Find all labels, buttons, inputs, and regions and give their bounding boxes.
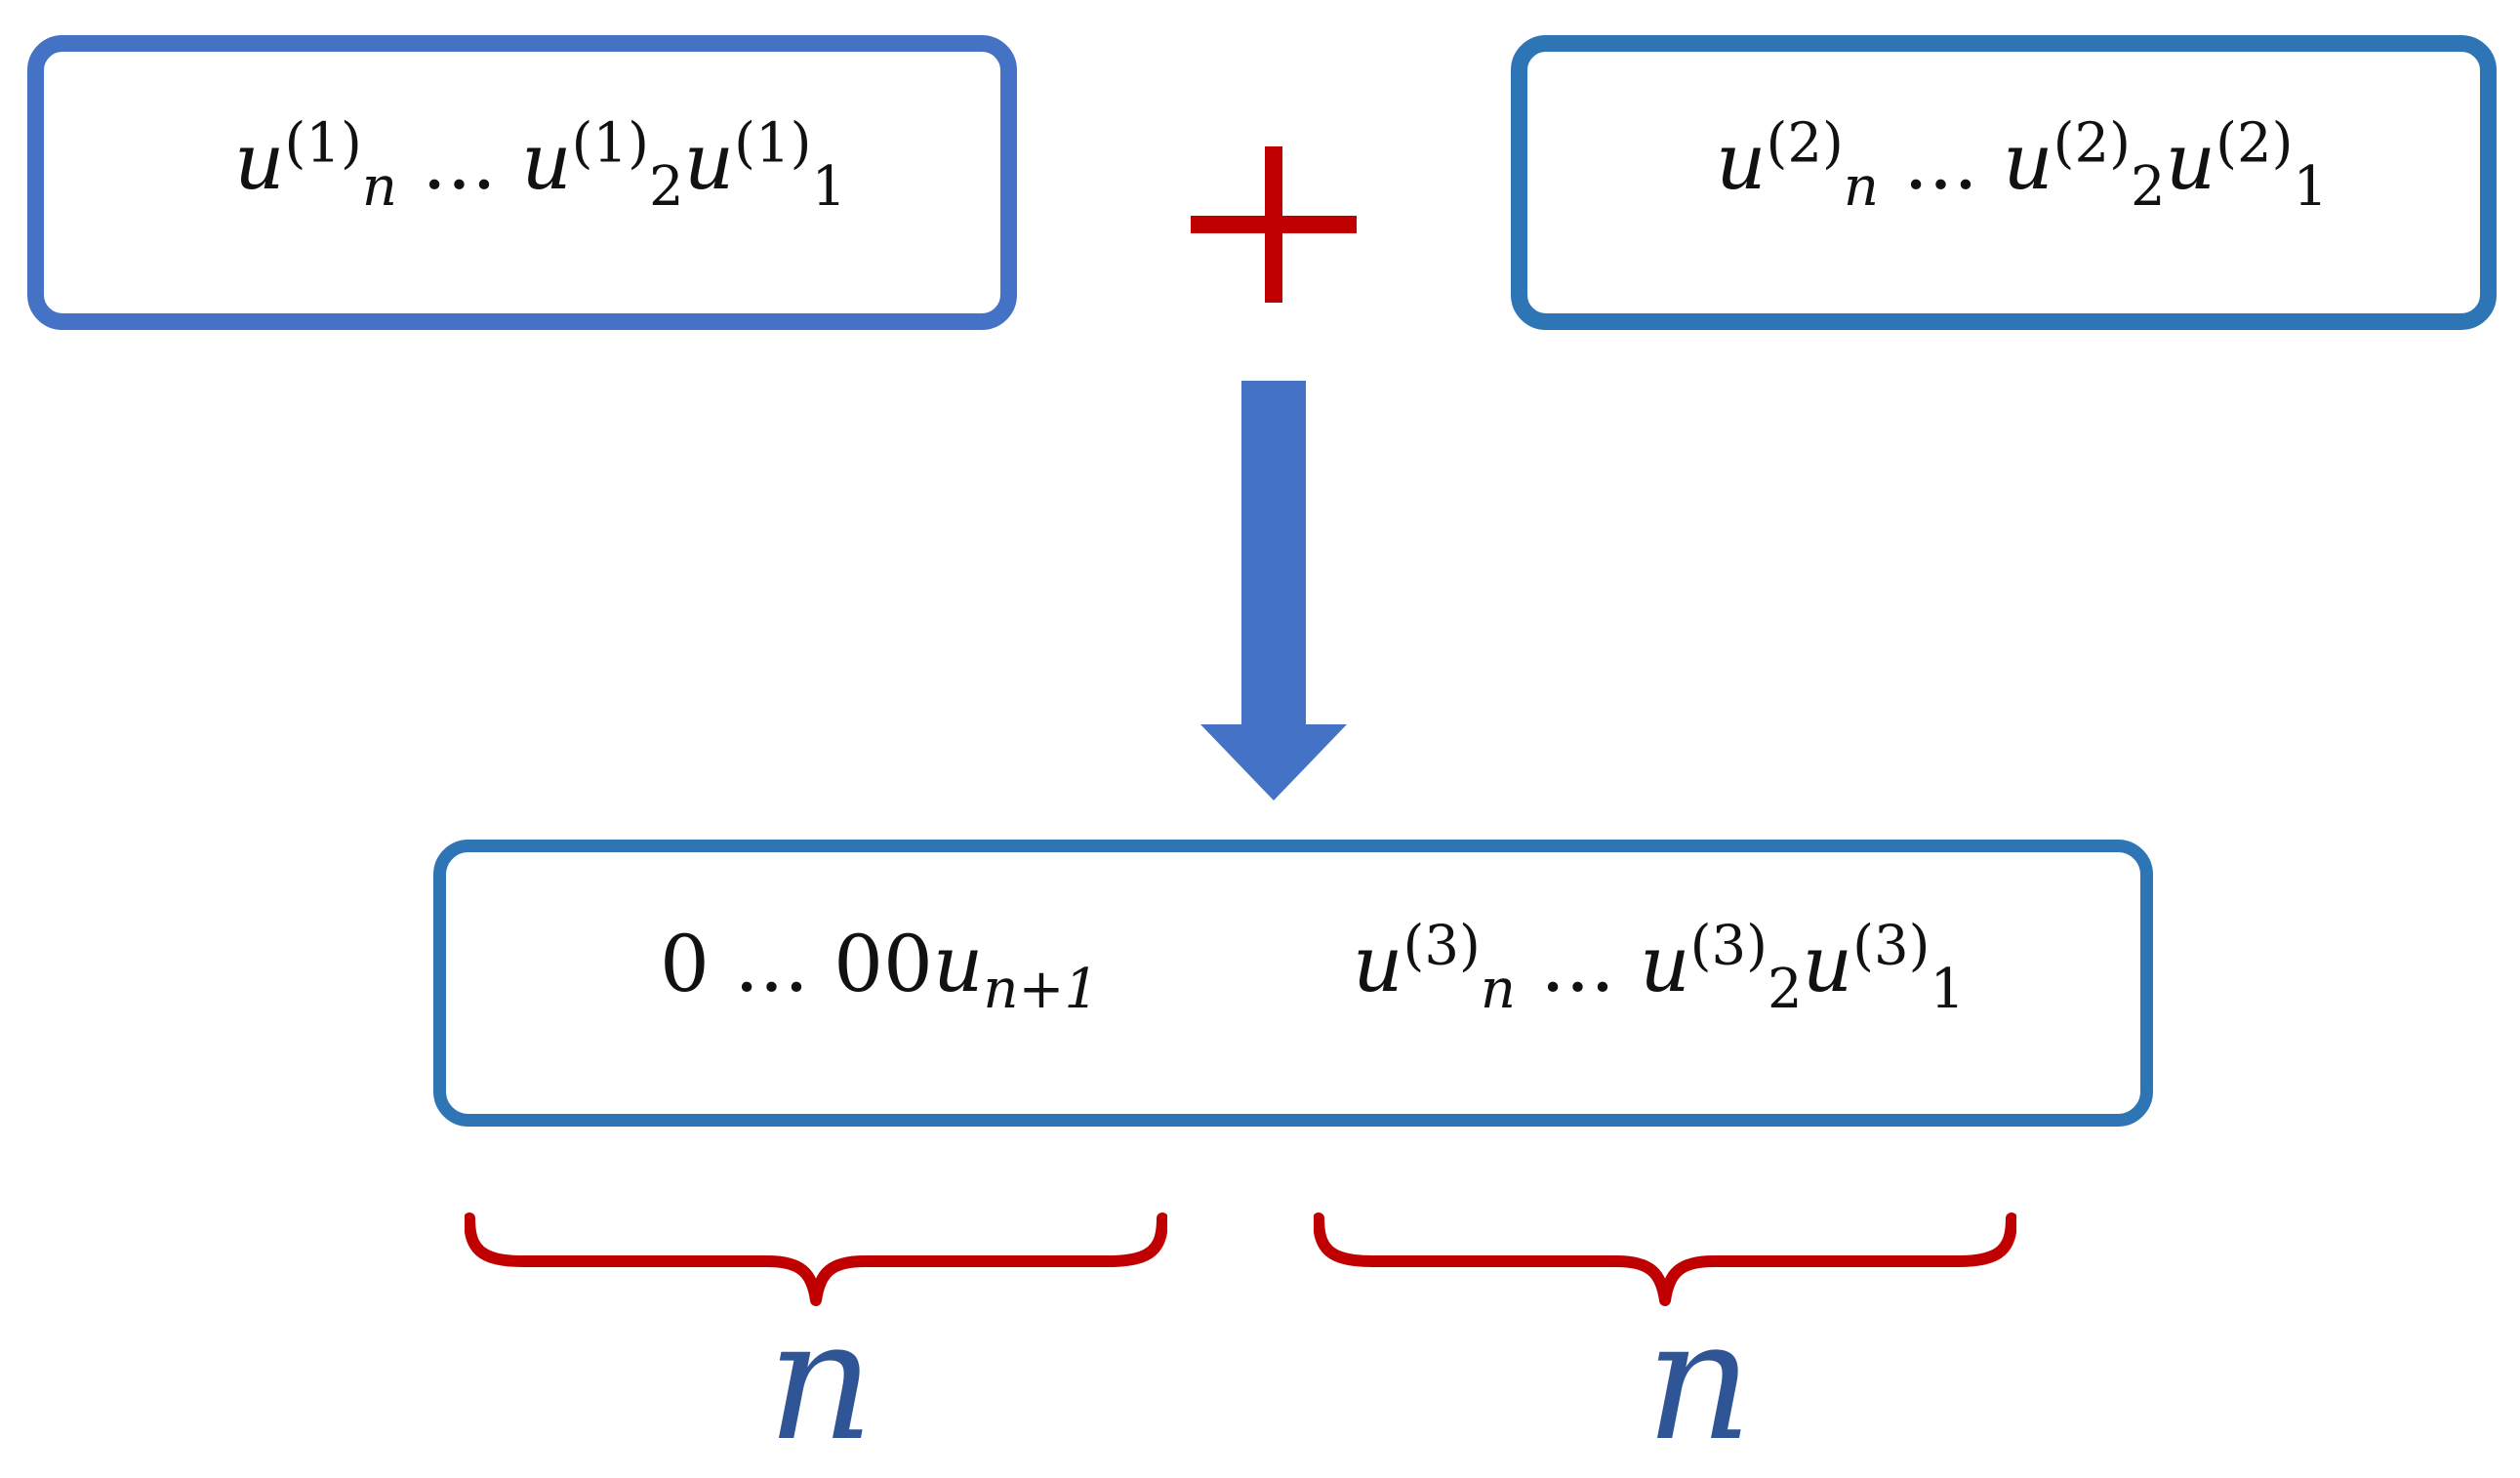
arrow-shape <box>1200 381 1347 801</box>
var-u: u <box>2003 116 2053 207</box>
down-arrow-icon <box>1200 381 1347 801</box>
superscript: (1) <box>571 111 649 176</box>
var-u: u <box>521 116 572 207</box>
right-brace-icon <box>1314 1212 2016 1306</box>
term-u1-1: u(1)1 <box>684 116 847 215</box>
subscript-n: n <box>361 155 397 219</box>
subscript-1: 1 <box>1930 958 1966 1021</box>
result-box <box>433 840 2153 1127</box>
leading-zero: 0 <box>660 919 710 1009</box>
var-u: u <box>2165 116 2216 207</box>
term-u2-1: u(1)2 <box>521 116 684 215</box>
input-box-1 <box>27 35 1017 330</box>
ellipsis: ... <box>1540 919 1615 1009</box>
var-u: u <box>932 919 984 1009</box>
plus-vertical-bar <box>1265 146 1282 303</box>
brace-path <box>465 1212 1167 1306</box>
term-u1-2: u(2)1 <box>2166 116 2329 215</box>
expression-u3: u(3)n ... u(3)2u(3)1 <box>1353 919 1966 1017</box>
ellipsis: ... <box>1903 116 1978 207</box>
subscript-n: n <box>1843 155 1879 219</box>
term-un-3: u(3)n <box>1353 919 1516 1017</box>
var-u: u <box>1716 116 1767 207</box>
superscript: (1) <box>734 111 812 176</box>
subscript-1: 1 <box>2293 155 2329 219</box>
expression-u1: u(1)n ... u(1)2u(1)1 <box>234 116 847 215</box>
brace-label-right: n <box>1646 1285 1753 1478</box>
superscript: (2) <box>2053 111 2131 176</box>
var-u: u <box>234 116 285 207</box>
term-u2-2: u(2)2 <box>2003 116 2166 215</box>
superscript: (3) <box>1689 914 1768 978</box>
superscript: (2) <box>1766 111 1844 176</box>
var-u: u <box>1802 919 1853 1009</box>
term-u1-3: u(3)1 <box>1803 919 1966 1017</box>
superscript: (2) <box>2215 111 2294 176</box>
superscript: (3) <box>1852 914 1931 978</box>
subscript-1: 1 <box>811 155 847 219</box>
expression-u2: u(2)n ... u(2)2u(2)1 <box>1716 116 2329 215</box>
subscript-2: 2 <box>648 155 684 219</box>
left-brace-icon <box>465 1212 1167 1306</box>
subscript-n-plus-1: n+1 <box>983 958 1100 1021</box>
term-carry: un+1 <box>933 925 1099 1017</box>
var-u: u <box>683 116 735 207</box>
ellipsis: ... <box>734 919 809 1009</box>
input-box-2 <box>1511 35 2497 330</box>
brace-label-left: n <box>767 1285 874 1478</box>
subscript-n: n <box>1480 958 1516 1021</box>
zeros: 00 <box>833 919 933 1009</box>
var-u: u <box>1640 919 1690 1009</box>
plus-icon <box>1191 146 1357 303</box>
subscript-2: 2 <box>2130 155 2166 219</box>
term-un-1: u(1)n <box>234 116 397 215</box>
superscript: (3) <box>1402 914 1481 978</box>
term-u2-3: u(3)2 <box>1640 919 1803 1017</box>
term-un-2: u(2)n <box>1716 116 1879 215</box>
subscript-2: 2 <box>1767 958 1803 1021</box>
var-u: u <box>1353 919 1403 1009</box>
superscript: (1) <box>284 111 362 176</box>
expression-carry-part: 0 ... 00un+1 <box>660 925 1099 1017</box>
brace-path <box>1314 1212 2016 1306</box>
ellipsis: ... <box>422 116 497 207</box>
